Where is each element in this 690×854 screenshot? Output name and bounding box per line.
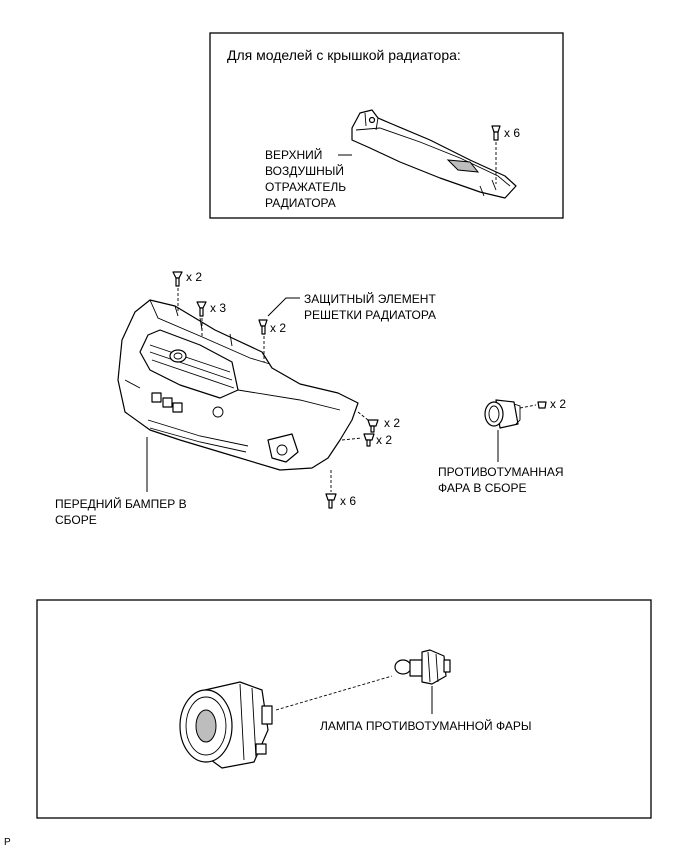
bumper-label-1: ПЕРЕДНИЙ БАМПЕР В xyxy=(55,496,187,511)
side-screw-2-qty: x 2 xyxy=(376,433,392,447)
bumper-clip-3 xyxy=(196,301,207,317)
deflector-clip-qty: x 6 xyxy=(504,126,520,140)
bottom-panel: ЛАМПА ПРОТИВОТУМАННОЙ ФАРЫ xyxy=(36,599,652,819)
corner-mark: P xyxy=(4,837,11,848)
front-bumper-assembly xyxy=(117,299,359,471)
deflector-label-3: ОТРАЖАТЕЛЬ xyxy=(265,180,346,194)
fog-lamp-label-1: ПРОТИВОТУМАННАЯ xyxy=(438,465,564,479)
fog-lamp-label-2: ФАРА В СБОРЕ xyxy=(438,481,527,495)
deflector-label-1: ВЕРХНИЙ xyxy=(265,147,322,162)
grille-guard-clip-qty: x 2 xyxy=(270,321,286,335)
top-panel: Для моделей с крышкой радиатора: x 6 ВЕР… xyxy=(209,32,564,219)
bottom-screw xyxy=(325,493,337,509)
deflector-clip xyxy=(491,125,501,141)
bumper-clip-3-qty: x 3 xyxy=(210,301,226,315)
fog-lamp-screw xyxy=(537,401,547,409)
fog-lamp-bulb xyxy=(394,649,451,685)
bumper-top-clip xyxy=(172,271,183,287)
deflector-label-2: ВОЗДУШНЫЙ xyxy=(265,163,344,178)
grille-guard-label-1: ЗАЩИТНЫЙ ЭЛЕМЕНТ xyxy=(304,291,436,306)
bumper-label-2: СБОРЕ xyxy=(55,513,97,527)
deflector-label-4: РАДИАТОРА xyxy=(265,196,336,210)
fog-lamp-large xyxy=(179,681,273,769)
top-panel-frame xyxy=(209,32,564,219)
side-screw-2 xyxy=(363,433,375,447)
fog-lamp-screw-qty: x 2 xyxy=(550,397,566,411)
side-screw-1 xyxy=(367,419,379,433)
fog-lamp-small xyxy=(484,399,521,429)
radiator-air-deflector xyxy=(351,109,517,199)
bottom-screw-qty: x 6 xyxy=(340,494,356,508)
side-screw-1-qty: x 2 xyxy=(384,416,400,430)
bulb-label: ЛАМПА ПРОТИВОТУМАННОЙ ФАРЫ xyxy=(320,718,532,733)
top-panel-heading: Для моделей с крышкой радиатора: xyxy=(227,47,461,63)
bottom-panel-frame xyxy=(36,599,652,819)
grille-guard-label-2: РЕШЕТКИ РАДИАТОРА xyxy=(304,308,436,322)
bumper-top-clip-qty: x 2 xyxy=(186,270,202,284)
grille-guard-clip xyxy=(258,319,268,335)
